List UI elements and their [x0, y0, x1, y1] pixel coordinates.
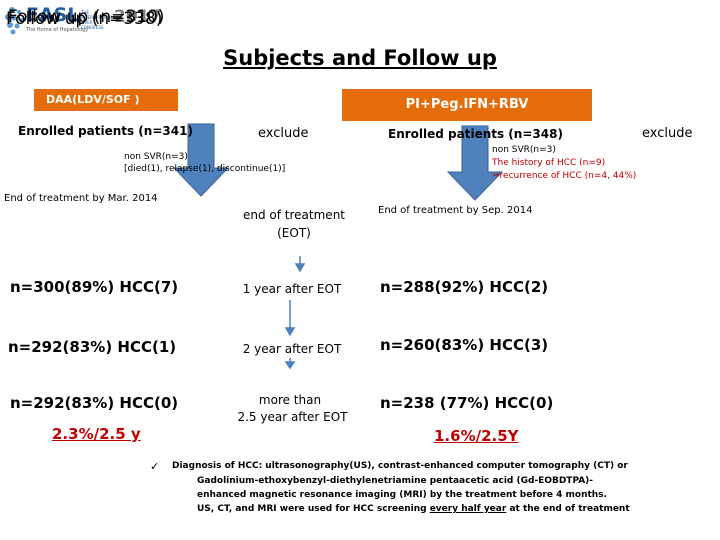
left-exclude-detail-1: non SVR(n=3) [124, 152, 188, 162]
left-row-2: n=292(83%) HCC(1) [8, 338, 177, 356]
page-title: Subjects and Follow up [223, 46, 497, 70]
center-year-3-line-1: more than [258, 393, 322, 407]
center-year-2: 2 year after EOT [242, 342, 342, 356]
right-row-3: n=238 (77%) HCC(0) [380, 394, 554, 412]
logo-text: EASL [26, 4, 80, 26]
left-enrolled: Enrolled patients (n=341) [18, 124, 193, 138]
left-group-header: DAA(LDV/SOF ) [34, 89, 178, 111]
right-exclude-arrow-icon [446, 125, 504, 201]
left-exclude-label: exclude [258, 126, 309, 141]
footnote-line-4-underline: every half year [429, 504, 507, 514]
footnote-line-1: Diagnosis of HCC: ultrasonography(US), c… [172, 461, 628, 471]
left-exclude-detail-2: [died(1), relapse(1), discontinue(1)] [124, 164, 286, 174]
footnote-line-4: US, CT, and MRI were used for HCC screen… [197, 504, 630, 514]
right-group-header: PI+Peg.IFN+RBV [342, 89, 592, 121]
right-row-1: n=288(92%) HCC(2) [380, 278, 549, 296]
right-exclude-detail-1: non SVR(n=3) [492, 145, 556, 155]
logo-subtitle: The Home of Hepatology [26, 27, 89, 33]
left-exclude-arrow-icon [172, 123, 230, 197]
footnote-line-3: enhanced magnetic resonance imaging (MRI… [197, 490, 607, 500]
right-followup: Follow up (n=310) [8, 7, 165, 27]
easl-logo: EASL The Home of Hepatology THE INTERNAT… [4, 4, 161, 38]
logo-congress: THE INTERNATIONAL LIVER CONGRESS [81, 10, 114, 30]
center-eot-2: (EOT) [277, 226, 311, 240]
footnote-line-2: Gadolinium-ethoxybenzyl-diethylenetriami… [197, 476, 594, 486]
footnote-line-4-post: at the end of treatment [506, 504, 630, 514]
left-row-1: n=300(89%) HCC(7) [10, 278, 179, 296]
left-rate: 2.3%/2.5 y [52, 425, 141, 443]
right-rate: 1.6%/2.5Y [434, 427, 519, 445]
check-icon: ✓ [150, 460, 160, 473]
right-row-2: n=260(83%) HCC(3) [380, 336, 549, 354]
molecule-icon [5, 7, 23, 35]
center-year-3-line-2: 2.5 year after EOT [237, 410, 348, 424]
center-year-1: 1 year after EOT [242, 282, 342, 296]
right-followup-box: Follow up (n=310) [0, 7, 178, 78]
left-end-treatment: End of treatment by Mar. 2014 [4, 193, 158, 204]
right-exclude-label: exclude [642, 126, 693, 141]
left-row-3: n=292(83%) HCC(0) [10, 394, 179, 412]
right-end-treatment: End of treatment by Sep. 2014 [378, 205, 533, 216]
left-followup-box: Follow up (n=338) [0, 0, 210, 42]
logo-year: 2017 [114, 7, 162, 27]
left-followup: Follow up (n=338) [6, 9, 163, 29]
footnote-line-4-pre: US, CT, and MRI were used for HCC screen… [197, 504, 430, 514]
right-exclude-detail-3: ⇒recurrence of HCC (n=4, 44%) [492, 171, 637, 181]
right-enrolled: Enrolled patients (n=348) [388, 127, 563, 141]
center-eot-1: end of treatment [243, 208, 345, 222]
right-exclude-detail-2: The history of HCC (n=9) [492, 158, 606, 168]
